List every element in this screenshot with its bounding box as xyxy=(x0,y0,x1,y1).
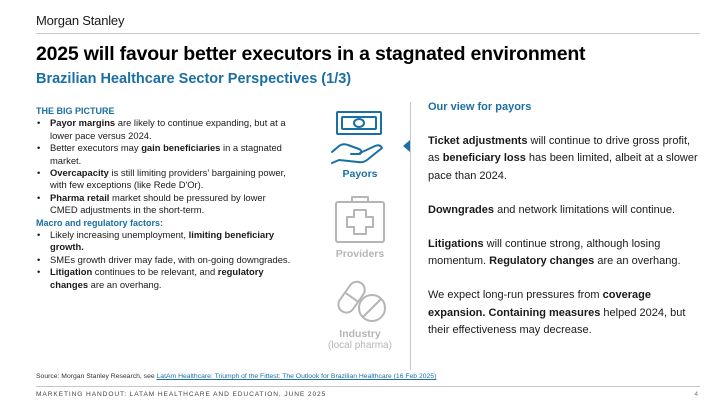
list-item: Litigation continues to be relevant, and… xyxy=(36,266,294,291)
view-paragraph: We expect long-run pressures from covera… xyxy=(428,289,686,336)
macro-heading: Macro and regulatory factors: xyxy=(36,217,164,228)
list-item: Overcapacity is still limiting providers… xyxy=(36,167,294,192)
right-column: Our view for payors Ticket adjustments w… xyxy=(428,99,700,339)
list-item: Likely increasing unemployment, limiting… xyxy=(36,229,294,254)
header-rule xyxy=(36,33,700,34)
pointer-arrow-icon xyxy=(403,140,410,152)
source-link[interactable]: LatAm Healthcare: Triumph of the Fittest… xyxy=(156,373,437,380)
footer-rule xyxy=(36,386,700,387)
view-paragraph: Litigations will continue strong, althou… xyxy=(428,238,681,268)
big-picture-heading: THE BIG PICTURE xyxy=(36,106,115,116)
macro-list: Likely increasing unemployment, limiting… xyxy=(36,229,294,291)
view-paragraph: Downgrades and network limitations will … xyxy=(428,203,675,216)
brand-logo: Morgan Stanley xyxy=(36,13,125,28)
list-item: Better executors may gain beneficiaries … xyxy=(36,142,294,167)
list-item: Payor margins are likely to continue exp… xyxy=(36,117,294,142)
column-divider xyxy=(410,102,411,370)
left-column: THE BIG PICTURE Payor margins are likely… xyxy=(36,105,294,291)
medical-kit-icon xyxy=(335,196,385,243)
industry-label: Industry xyxy=(339,328,381,340)
list-item: SMEs growth driver may fade, with on-goi… xyxy=(36,254,294,267)
big-picture-list: Payor margins are likely to continue exp… xyxy=(36,117,294,216)
segment-icons: Payors Providers Industry (local pharma) xyxy=(322,108,398,351)
list-item: Pharma retail market should be pressured… xyxy=(36,192,294,217)
footer-text: MARKETING HANDOUT: LATAM HEALTHCARE AND … xyxy=(36,391,327,398)
right-heading: Our view for payors xyxy=(428,101,532,113)
industry-sublabel: (local pharma) xyxy=(328,340,392,351)
money-hand-icon xyxy=(331,111,383,164)
view-paragraph: Ticket adjustments will continue to driv… xyxy=(428,135,698,182)
page-subtitle: Brazilian Healthcare Sector Perspectives… xyxy=(36,71,352,87)
page-title: 2025 will favour better executors in a s… xyxy=(36,43,586,65)
source-note: Source: Morgan Stanley Research, see Lat… xyxy=(36,373,437,380)
providers-label: Providers xyxy=(335,248,385,260)
payors-label: Payors xyxy=(342,168,378,180)
pills-icon xyxy=(337,280,386,322)
page-number: 4 xyxy=(694,391,698,398)
